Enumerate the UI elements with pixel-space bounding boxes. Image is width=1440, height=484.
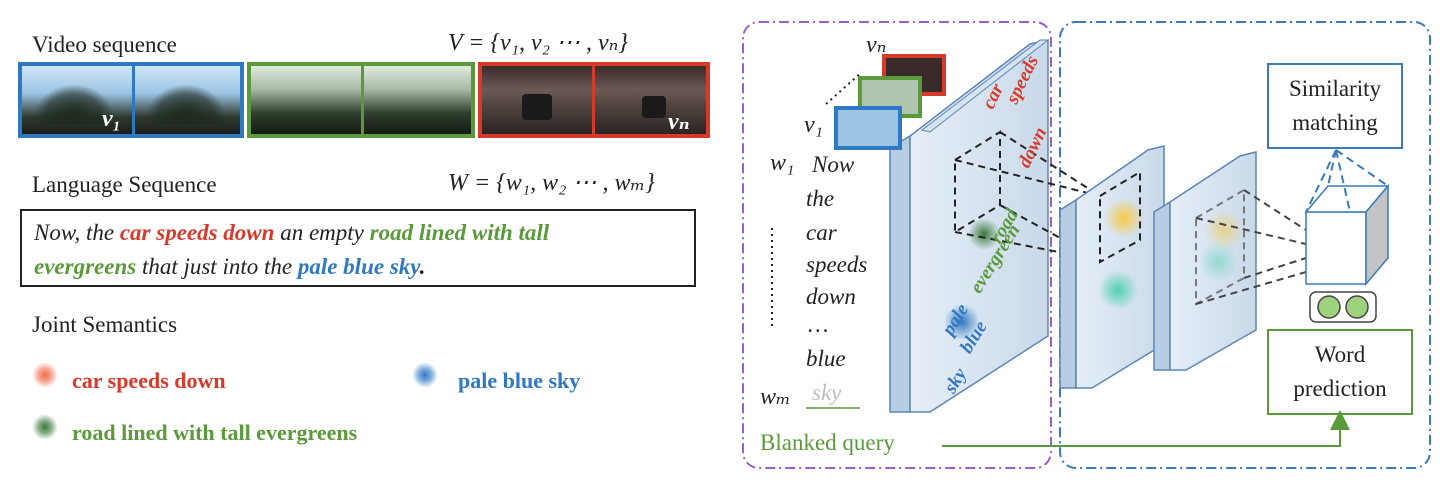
query-word: blue xyxy=(806,346,846,371)
query-word: the xyxy=(806,186,835,211)
video-frames-strip: v₁ vₙ xyxy=(18,62,710,138)
frame-group-red: vₙ xyxy=(478,62,710,138)
frame-vn-label: vₙ xyxy=(668,109,690,135)
language-sequence-label: Language Sequence xyxy=(32,172,217,197)
query-word: Now xyxy=(812,152,855,177)
frame-v1-label: v₁ xyxy=(102,106,122,132)
sentence-box: Now, the car speeds down an empty road l… xyxy=(20,209,696,287)
frame-v1-thumb xyxy=(834,106,902,150)
sentence-sky-phrase: pale blue sky xyxy=(297,254,420,279)
frame-group-blue: v₁ xyxy=(18,62,244,138)
query-word: car xyxy=(806,220,837,245)
blue-blob-icon xyxy=(412,362,438,388)
query-word: speeds xyxy=(806,252,868,277)
decoder-panel xyxy=(1059,21,1431,469)
video-sequence-label: Video sequence xyxy=(32,32,177,57)
vn-label: vₙ xyxy=(866,32,887,58)
blanked-query-label: Blanked query xyxy=(760,430,895,455)
legend-road: road lined with tall evergreens xyxy=(72,420,358,445)
sentence-part: Now, the xyxy=(34,220,120,245)
language-set-formula: W = {w₁, w₂ ⋯ , wₘ} xyxy=(448,170,655,196)
v1-label: v₁ xyxy=(804,112,823,138)
mid-plate-2 xyxy=(1153,200,1171,371)
sentence-evergreens-word: evergreens xyxy=(34,254,137,279)
blanked-query-arrow xyxy=(942,410,1350,447)
word-prediction-box xyxy=(1267,329,1413,415)
encoder-panel xyxy=(742,21,1052,469)
green-blob-icon xyxy=(32,414,58,440)
sentence-car-phrase: car speeds down xyxy=(119,220,275,245)
sentence-part: that just into the xyxy=(136,254,298,279)
word-prediction-label: Word prediction xyxy=(1293,342,1387,401)
joint-semantics-label: Joint Semantics xyxy=(32,312,178,337)
sentence-period: . xyxy=(419,254,426,279)
mid-plate-1 xyxy=(1059,198,1077,389)
sentence-road-phrase: road lined with tall xyxy=(369,220,550,245)
frame-group-green xyxy=(247,62,475,138)
legend-car: car speeds down xyxy=(72,368,226,393)
sentence-part: an empty xyxy=(274,220,370,245)
w1-label: w₁ xyxy=(770,150,795,176)
similarity-label: Similarity matching xyxy=(1289,76,1381,135)
main-plate-side xyxy=(889,134,911,413)
red-blob-icon xyxy=(32,362,58,388)
query-word: down xyxy=(806,284,856,309)
legend-sky: pale blue sky xyxy=(458,368,581,393)
query-word: … xyxy=(808,312,829,337)
wm-label: wₘ xyxy=(760,384,791,410)
video-set-formula: V = {v₁, v₂ ⋯ , vₙ} xyxy=(448,30,628,56)
similarity-box xyxy=(1267,63,1403,149)
blank-word: sky xyxy=(812,380,842,405)
cube-front xyxy=(1305,211,1367,285)
